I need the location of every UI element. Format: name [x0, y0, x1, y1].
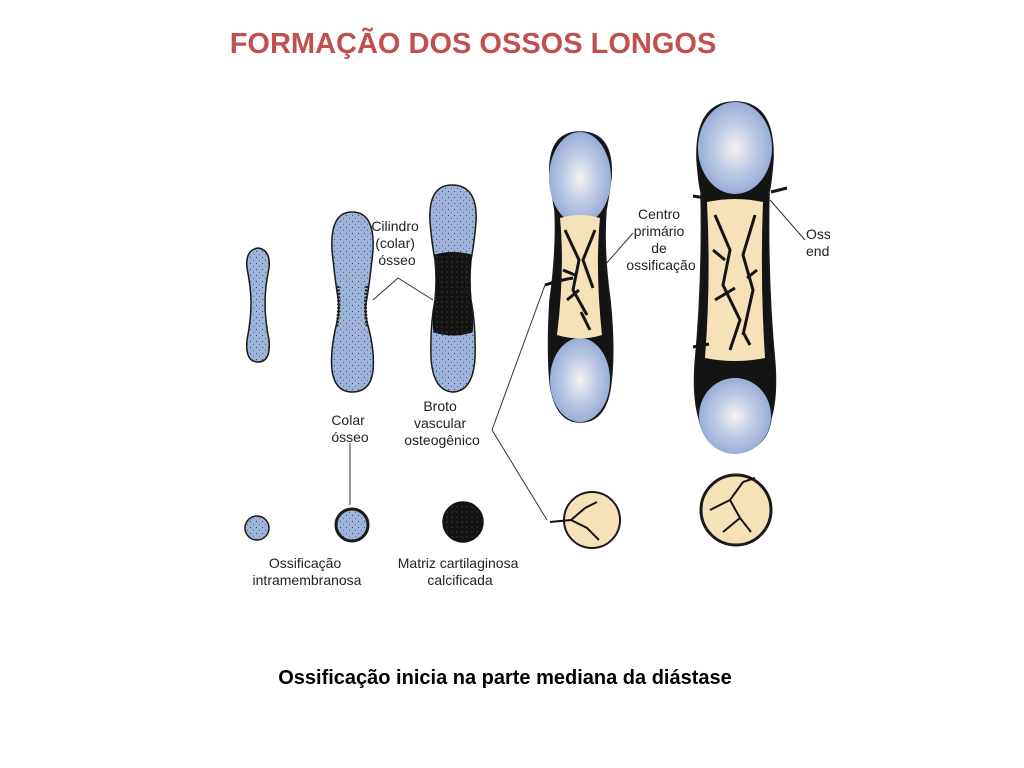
stage2-cartilage-model: [330, 211, 375, 393]
stage5-bone: [692, 101, 788, 454]
stage3-calcified-matrix: [432, 252, 474, 336]
stage2-bone-collar: [335, 285, 369, 327]
leader-lines: [349, 199, 806, 521]
ossification-diagram: Cilindro (colar) ósseo Colar ósseo Broto…: [195, 100, 830, 595]
label-matriz-cartilaginosa: Matriz cartilaginosa calcificada: [398, 555, 523, 588]
label-ossificacao-intramembranosa: Ossificação intramembranosa: [253, 555, 362, 588]
label-cilindro: Cilindro (colar) ósseo: [371, 218, 422, 268]
cross-section-1: [244, 515, 270, 541]
label-broto-vascular: Broto vascular osteogênico: [404, 398, 480, 448]
cross-section-5: [699, 473, 773, 547]
stage4-bone: [544, 131, 614, 423]
slide-caption: Ossificação inicia na parte mediana da d…: [278, 667, 732, 689]
stage1-cartilage-model: [245, 247, 271, 363]
cross-section-2: [334, 507, 370, 543]
label-ossificacao-endocondral: Ossificação endocondral: [806, 226, 830, 259]
label-centro-primario: Centro primário de ossificação: [626, 206, 695, 273]
label-colar-osseo: Colar ósseo: [331, 412, 369, 445]
cross-section-3: [442, 501, 484, 543]
slide-title: FORMAÇÃO DOS OSSOS LONGOS: [229, 28, 717, 60]
cross-section-4: [549, 491, 621, 549]
